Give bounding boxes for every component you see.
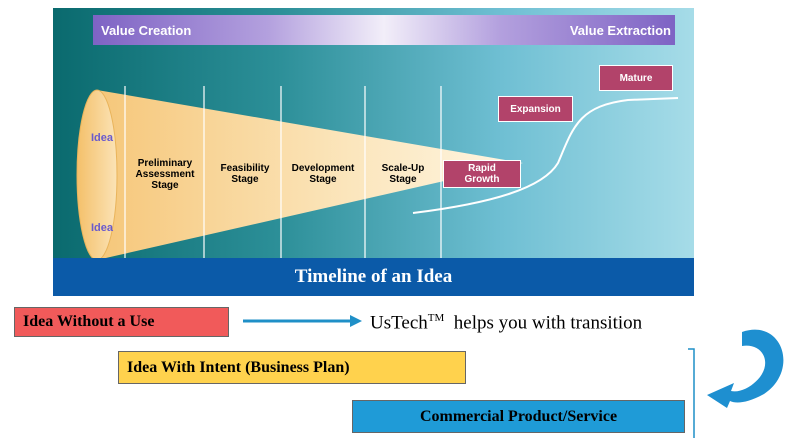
- stage-preliminary-assessment: Preliminary Assessment Stage: [135, 158, 195, 191]
- idea-with-intent-label: Idea With Intent (Business Plan): [127, 358, 350, 376]
- commercial-product-box: Commercial Product/Service: [352, 400, 685, 433]
- idea-without-use-box: Idea Without a Use: [14, 307, 229, 337]
- value-bar: Value Creation Value Extraction: [93, 15, 675, 45]
- phase-mature: Mature: [599, 65, 673, 91]
- trademark-mark: TM: [427, 312, 445, 324]
- idea-timeline-panel: Value Creation Value Extraction Idea Ide…: [53, 8, 694, 260]
- phase-expansion: Expansion: [498, 96, 573, 122]
- stage-development: Development Stage: [291, 163, 355, 185]
- idea-without-use-label: Idea Without a Use: [23, 313, 155, 330]
- ustech-brand: UsTech: [370, 312, 428, 334]
- growth-curve: [412, 97, 679, 214]
- ustech-tagline: helps you with transition: [453, 312, 643, 334]
- idea-label-bottom: Idea: [91, 222, 114, 234]
- commercial-product-label: Commercial Product/Service: [419, 407, 618, 425]
- stage-scale-up: Scale-Up Stage: [381, 163, 425, 185]
- phase-rapid-growth: Rapid Growth: [443, 160, 521, 188]
- bracket: [688, 348, 695, 438]
- timeline-title-bar: Timeline of an Idea: [53, 258, 694, 296]
- idea-with-intent-box: Idea With Intent (Business Plan): [118, 351, 466, 384]
- funnel-graphic: [76, 86, 679, 260]
- return-curved-arrow: [707, 329, 784, 408]
- idea-label-top: Idea: [91, 132, 114, 144]
- timeline-title: Timeline of an Idea: [294, 266, 453, 287]
- stage-feasibility: Feasibility Stage: [220, 163, 270, 185]
- transition-arrowhead: [350, 315, 362, 327]
- funnel-opening: [76, 89, 118, 260]
- ustech-transition-text: UsTechTM helps you with transition: [370, 312, 642, 334]
- value-creation-label: Value Creation: [101, 22, 192, 38]
- value-extraction-label: Value Extraction: [569, 22, 671, 38]
